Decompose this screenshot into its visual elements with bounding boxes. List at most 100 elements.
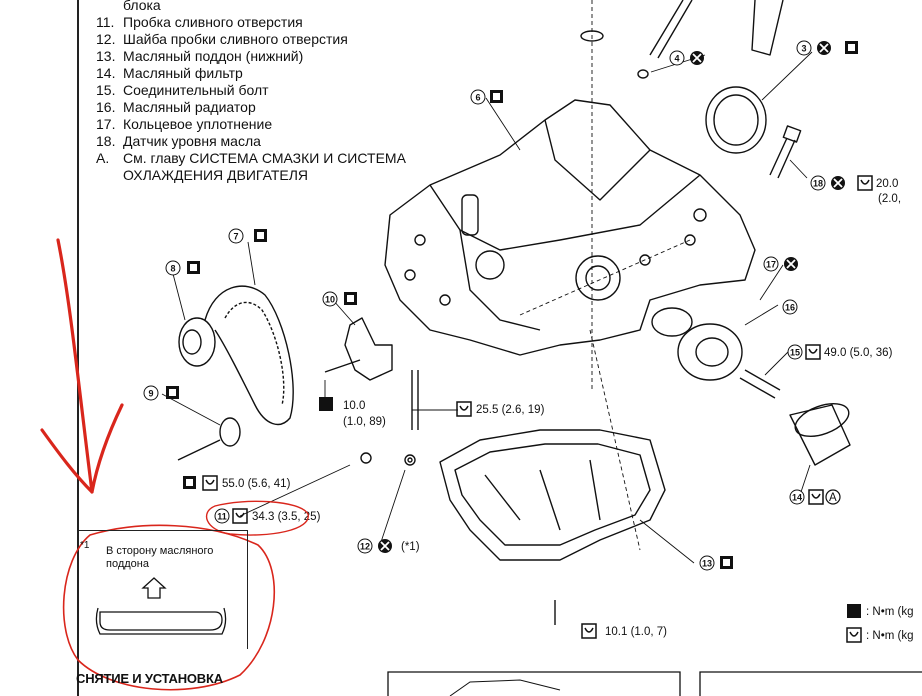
svg-text:6: 6: [475, 93, 480, 103]
replace-icon: [690, 51, 704, 65]
red-arrow-annotation: [40, 238, 124, 494]
torque-icon: [808, 489, 824, 505]
callout-16: 16: [782, 299, 798, 315]
callout-17: 17: [763, 256, 779, 272]
callouts: 3 4 6 7 8 9 10 11 12 13 14 15 16 17 18: [143, 40, 826, 571]
torque-10: 10.0: [343, 400, 365, 412]
callout-14: 14: [789, 489, 805, 505]
callout-11: 11: [214, 508, 230, 524]
replace-icon: [817, 41, 831, 55]
inset-detail-box: [79, 530, 248, 649]
oil-pump-chain: [204, 285, 294, 426]
legend-continuation: ОХЛАЖДЕНИЯ ДВИГАТЕЛЯ: [123, 167, 309, 183]
cylinder-block: [384, 99, 756, 356]
svg-text:13: 13: [702, 559, 712, 569]
replace-icon: [831, 176, 845, 190]
torque-icon: [581, 623, 597, 639]
torque-icon: [857, 175, 873, 191]
svg-text:16: 16: [785, 303, 795, 313]
torque-icon: [232, 508, 248, 524]
torque-9: 55.0 (5.6, 41): [222, 478, 291, 490]
svg-text:3: 3: [801, 44, 806, 54]
legend-item: 14.Масляный фильтр: [96, 65, 243, 81]
lubricate-icon: [720, 556, 733, 569]
replace-icon: [784, 257, 798, 271]
oil-cooler: [677, 323, 743, 381]
callout-15: 15: [787, 344, 803, 360]
callout-8: 8: [165, 260, 181, 276]
torque-18-alt: (2.0,: [878, 193, 901, 205]
oil-pan-lower: [439, 429, 666, 561]
svg-text:9: 9: [148, 389, 153, 399]
callout-12: 12: [357, 538, 373, 554]
torque-bolt: 25.5 (2.6, 19): [476, 404, 545, 416]
torque-10-alt: (1.0, 89): [343, 416, 386, 428]
svg-text:8: 8: [170, 264, 175, 274]
svg-text:14: 14: [792, 493, 802, 503]
callout-3: 3: [796, 40, 812, 56]
torque-labels: 20.0 (2.0, 49.0 (5.0, 36) 10.0 (1.0, 89)…: [222, 178, 913, 642]
legend-item: 13.Масляный поддон (нижний): [96, 48, 304, 64]
callout-9: 9: [143, 385, 159, 401]
torque-15: 49.0 (5.0, 36): [824, 347, 893, 359]
legend-item: 18.Датчик уровня масла: [96, 133, 261, 149]
svg-text:17: 17: [766, 260, 776, 270]
lubricate-icon: [254, 229, 267, 242]
lubricate-icon: [166, 386, 179, 399]
chain-tensioner: [344, 317, 393, 381]
legend-item: 16.Масляный радиатор: [96, 99, 256, 115]
symbols: [166, 41, 873, 643]
red-circle-torque-11: [205, 500, 309, 536]
callout-18: 18: [810, 175, 826, 191]
legend-item: 12.Шайба пробки сливного отверстия: [96, 31, 348, 47]
crank-sprocket: [178, 317, 216, 367]
legend-item: A.См. главу СИСТЕМА СМАЗКИ И СИСТЕМА: [96, 150, 406, 166]
legend-item: 17.Кольцевое уплотнение: [96, 116, 273, 132]
torque-pan: 10.1 (1.0, 7): [605, 626, 667, 638]
torque-11: 34.3 (3.5, 25): [252, 511, 321, 523]
page-border: [77, 0, 79, 696]
legend-item: 11.Пробка сливного отверстия: [96, 14, 303, 30]
red-circle-inset: [62, 524, 276, 691]
crank-oil-seal: [705, 86, 767, 154]
section-title: СНЯТИЕ И УСТАНОВКА: [76, 671, 223, 686]
torque-icon: [847, 604, 861, 618]
inset-gasket-drawing: [95, 577, 227, 635]
torque-18: 20.0: [876, 178, 898, 190]
torque-icon: [846, 627, 862, 643]
lubricate-icon: [187, 261, 200, 274]
svg-text:7: 7: [233, 232, 238, 242]
lubricate-icon: [344, 292, 357, 305]
svg-text:11: 11: [217, 512, 227, 522]
callout-6: 6: [470, 89, 486, 105]
svg-text:10: 10: [325, 295, 335, 305]
unit-label-2: : N•m (kg: [866, 630, 913, 642]
oil-filter: [789, 404, 851, 466]
callout-13: 13: [699, 555, 715, 571]
torque-12: (*1): [401, 541, 420, 553]
svg-text:15: 15: [790, 348, 800, 358]
callout-10: 10: [322, 291, 338, 307]
callout-7: 7: [228, 228, 244, 244]
torque-icon: [319, 397, 333, 411]
note-a: A: [829, 492, 837, 504]
svg-text:18: 18: [813, 179, 823, 189]
unit-label-1: : N•m (kg: [866, 606, 913, 618]
torque-icon: [202, 475, 218, 491]
lubricate-icon: [490, 90, 503, 103]
parts-legend: блока 11.Пробка сливного отверстия 12.Ша…: [96, 0, 456, 184]
lubricate-icon: [845, 41, 858, 54]
legend-item: 15.Соединительный болт: [96, 82, 269, 98]
torque-icon: [456, 401, 472, 417]
red-annotations: [40, 238, 309, 691]
callout-4: 4: [669, 50, 685, 66]
inset-marker: *1: [80, 540, 90, 551]
legend-fragment: блока: [123, 0, 161, 13]
replace-icon: [378, 539, 392, 553]
torque-icon: [805, 344, 821, 360]
svg-text:4: 4: [674, 54, 679, 64]
lubricate-icon: [183, 476, 196, 489]
svg-text:12: 12: [360, 542, 370, 552]
